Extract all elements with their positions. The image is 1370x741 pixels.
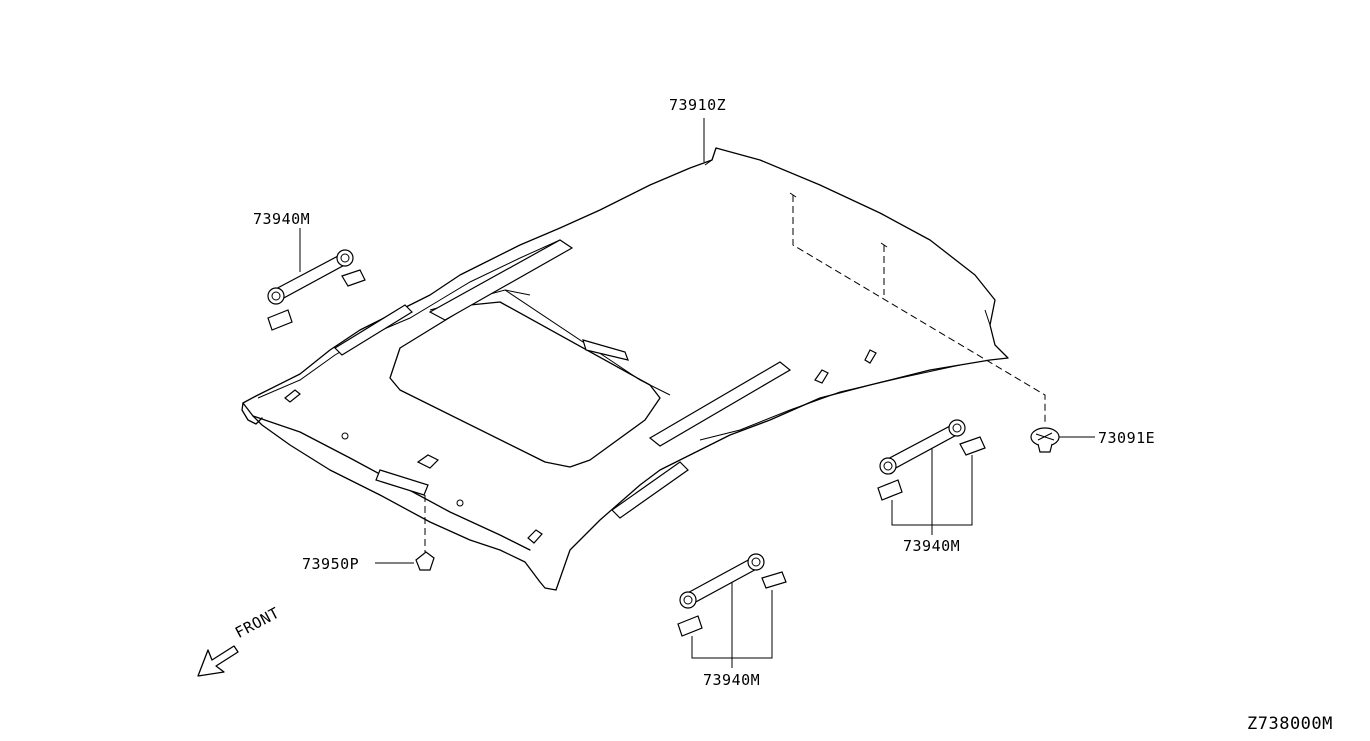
clip-part xyxy=(1030,427,1095,453)
assist-grip-right-rear xyxy=(877,419,986,535)
label-grip-right-front: 73940M xyxy=(703,671,761,689)
label-holder: 73950P xyxy=(302,555,360,573)
assist-grip-left xyxy=(267,228,366,331)
clip-leaders xyxy=(789,192,1046,425)
sunroof-opening xyxy=(389,289,671,468)
assist-grip-right-front xyxy=(677,553,787,668)
headlining-panel xyxy=(241,147,1009,591)
label-clip: 73091E xyxy=(1098,429,1156,447)
label-headlining: 73910Z xyxy=(669,96,727,114)
panel-holes xyxy=(284,349,877,544)
label-grip-right-rear: 73940M xyxy=(903,537,961,555)
reinforcement-bars xyxy=(334,239,792,519)
holder-part xyxy=(375,495,435,571)
diagram-code: Z738000M xyxy=(1247,714,1333,734)
front-arrow-icon xyxy=(197,645,239,677)
label-grip-left: 73940M xyxy=(253,210,311,228)
